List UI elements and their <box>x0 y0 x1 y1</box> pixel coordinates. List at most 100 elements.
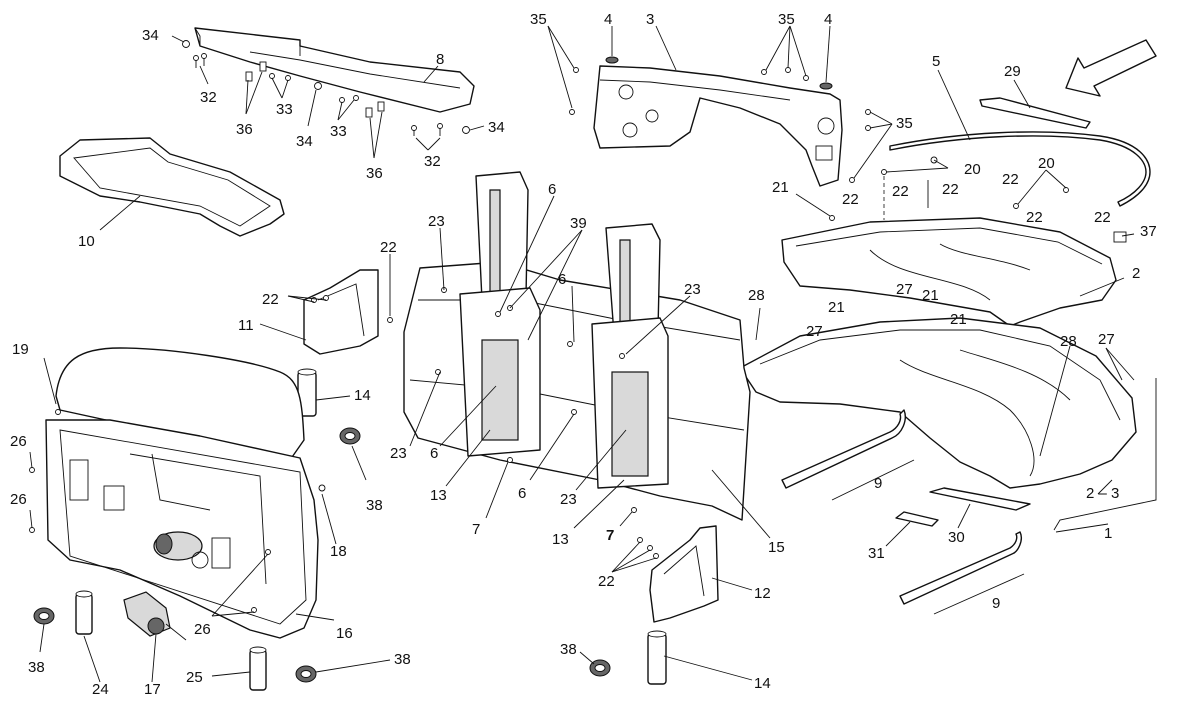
part-3-hardware <box>569 56 871 183</box>
part-11-bracket <box>303 269 393 355</box>
callout-13: 13 <box>552 531 569 548</box>
callout-8: 8 <box>436 51 444 68</box>
part-8-deck-cover <box>194 27 475 113</box>
part-30-block <box>929 487 1031 511</box>
callout-20: 20 <box>1038 155 1055 172</box>
part-2-upper-tub <box>781 217 1117 327</box>
callout-27: 27 <box>806 323 823 340</box>
callout-22: 22 <box>262 291 279 308</box>
part-25-tube <box>249 646 267 691</box>
callout-15: 15 <box>768 539 785 556</box>
callout-22: 22 <box>380 239 397 256</box>
callout-38: 38 <box>28 659 45 676</box>
rear-panel-assembly <box>45 419 319 639</box>
callout-22: 22 <box>842 191 859 208</box>
part-38-bearing <box>33 427 611 683</box>
part-10-tray <box>59 137 285 237</box>
callout-20: 20 <box>964 161 981 178</box>
group-1-bracket <box>1053 378 1157 531</box>
callout-4: 4 <box>824 11 832 28</box>
callout-19: 19 <box>12 341 29 358</box>
callout-2: 2 <box>1132 265 1140 282</box>
callout-7: 7 <box>606 527 614 544</box>
callout-18: 18 <box>330 543 347 560</box>
callout-2-3: 2 – 3 <box>1086 485 1119 502</box>
part-14-tube-left <box>297 368 317 417</box>
callout-23: 23 <box>684 281 701 298</box>
callout-23: 23 <box>560 491 577 508</box>
direction-arrow-icon <box>1065 39 1157 97</box>
callout-25: 25 <box>186 669 203 686</box>
callout-6: 6 <box>518 485 526 502</box>
part-13-lift-column-left <box>459 171 541 457</box>
callout-4: 4 <box>604 11 612 28</box>
part-9-hose-upper <box>781 409 915 501</box>
part-13-lift-column-right <box>591 223 669 489</box>
callout-3: 3 <box>646 11 654 28</box>
callout-22: 22 <box>1002 171 1019 188</box>
callout-22: 22 <box>1026 209 1043 226</box>
part-12-bracket <box>637 525 719 623</box>
callout-32: 32 <box>424 153 441 170</box>
callout-35: 35 <box>896 115 913 132</box>
part-19-wind-screen <box>55 347 305 461</box>
callout-13: 13 <box>430 487 447 504</box>
callout-22: 22 <box>1094 209 1111 226</box>
part-31-block <box>895 511 939 527</box>
callout-labels: 34 32 36 33 34 33 8 36 32 34 10 35 4 3 3… <box>10 11 1157 698</box>
callout-14: 14 <box>754 675 771 692</box>
part-5-seal-strip <box>889 131 1151 207</box>
leader-lines <box>29 25 1135 683</box>
callout-31: 31 <box>868 545 885 562</box>
callout-21: 21 <box>922 287 939 304</box>
callout-34: 34 <box>142 27 159 44</box>
part-2-hardware <box>829 156 1127 243</box>
callout-38: 38 <box>366 497 383 514</box>
callout-26: 26 <box>10 433 27 450</box>
callout-24: 24 <box>92 681 109 698</box>
part-24-tube <box>75 590 93 635</box>
callout-9: 9 <box>992 595 1000 612</box>
part-29-strip <box>979 97 1091 129</box>
callout-5: 5 <box>932 53 940 70</box>
callout-34: 34 <box>488 119 505 136</box>
callout-38: 38 <box>394 651 411 668</box>
callout-34: 34 <box>296 133 313 150</box>
callout-17: 17 <box>144 681 161 698</box>
callout-27: 27 <box>1098 331 1115 348</box>
callout-22: 22 <box>598 573 615 590</box>
callout-22: 22 <box>942 181 959 198</box>
callout-9: 9 <box>874 475 882 492</box>
callout-7: 7 <box>472 521 480 538</box>
callout-36: 36 <box>366 165 383 182</box>
callout-22: 22 <box>892 183 909 200</box>
part-8-hardware <box>182 40 470 136</box>
callout-21: 21 <box>950 311 967 328</box>
callout-33: 33 <box>330 123 347 140</box>
callout-32: 32 <box>200 89 217 106</box>
part-3-cross-beam <box>593 65 843 187</box>
callout-26: 26 <box>10 491 27 508</box>
callout-6: 6 <box>548 181 556 198</box>
callout-37: 37 <box>1140 223 1157 240</box>
callout-11: 11 <box>238 317 254 334</box>
callout-36: 36 <box>236 121 253 138</box>
callout-6: 6 <box>430 445 438 462</box>
callout-14: 14 <box>354 387 371 404</box>
callout-29: 29 <box>1004 63 1021 80</box>
callout-21: 21 <box>772 179 789 196</box>
callout-26: 26 <box>194 621 211 638</box>
callout-23: 23 <box>390 445 407 462</box>
part-16-motor <box>153 531 209 569</box>
callout-28: 28 <box>1060 333 1077 350</box>
callout-12: 12 <box>754 585 771 602</box>
part-9-hose-lower <box>899 531 1025 615</box>
part-1-lower-tub <box>739 317 1137 489</box>
callout-1: 1 <box>1104 525 1112 542</box>
part-14-tube-right <box>647 630 667 685</box>
callout-10: 10 <box>78 233 95 250</box>
part-17-motor <box>123 591 187 641</box>
callout-16: 16 <box>336 625 353 642</box>
callout-35: 35 <box>530 11 547 28</box>
